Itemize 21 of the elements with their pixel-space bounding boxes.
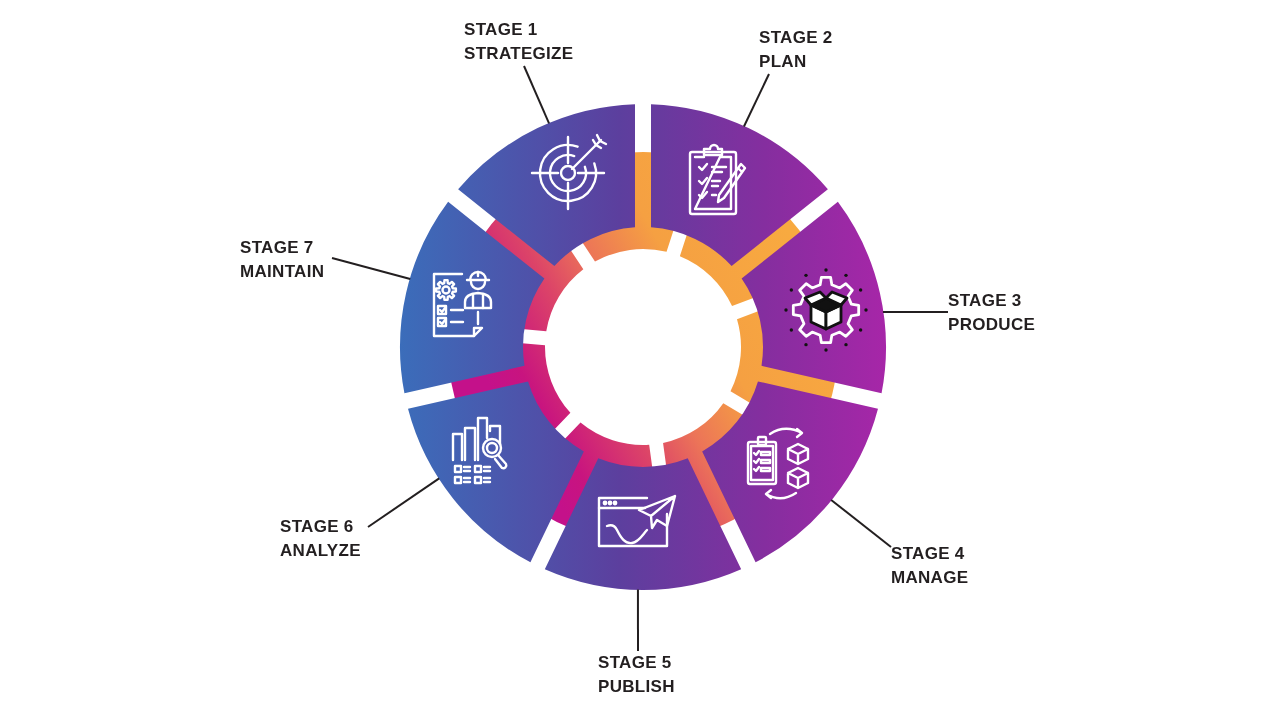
stage-label: STAGE 1 STRATEGIZE [464, 18, 580, 66]
ring-segment [400, 201, 545, 394]
leader-line [523, 65, 551, 125]
stage-label: STAGE 4 MANAGE [891, 542, 975, 590]
leader-line [636, 588, 639, 652]
leader-line [881, 311, 949, 313]
ring-segment [651, 104, 828, 267]
stage-label: STAGE 3 PRODUCE [948, 289, 1042, 337]
stage-label: STAGE 5 PUBLISH [598, 651, 682, 699]
ring-segment [741, 201, 886, 394]
ring-segment [408, 381, 584, 563]
stage-label: STAGE 2 PLAN [759, 26, 839, 74]
leader-line [331, 257, 412, 280]
ring-segment [544, 458, 742, 590]
ring-segment [458, 104, 635, 267]
leader-line [367, 477, 441, 528]
stage-label: STAGE 7 MAINTAIN [240, 236, 332, 284]
stage-label: STAGE 6 ANALYZE [280, 515, 368, 563]
ring-segment [702, 381, 878, 563]
leader-line [830, 498, 892, 548]
leader-line [742, 73, 770, 128]
